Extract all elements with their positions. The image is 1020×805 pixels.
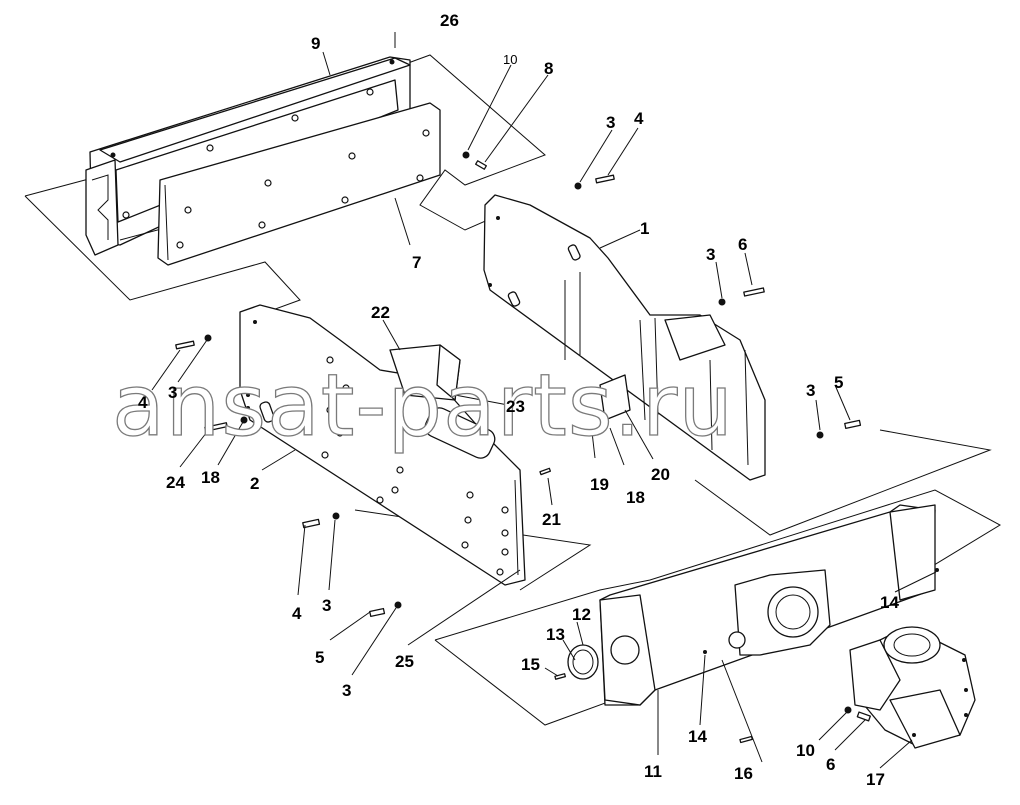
callout-21: 21: [542, 510, 561, 529]
callout-22: 22: [371, 303, 390, 322]
callout-3-lowest: 3: [342, 681, 351, 700]
callout-4-bottom: 4: [292, 604, 302, 623]
callout-18-left: 18: [201, 468, 220, 487]
watermark-text: ansat-parts.ru: [112, 356, 734, 456]
callout-5-bottom: 5: [315, 648, 324, 667]
callout-3-mid: 3: [806, 381, 815, 400]
leader-lines: [151, 32, 937, 769]
callout-24: 24: [166, 473, 185, 492]
parts-10-8-top: [462, 151, 487, 170]
callout-12: 12: [572, 605, 591, 624]
callout-2: 2: [250, 474, 259, 493]
callout-14-bottom: 14: [688, 727, 707, 746]
callout-9: 9: [311, 34, 320, 53]
part-1-side-plate: [483, 194, 766, 481]
callout-14-right: 14: [880, 593, 899, 612]
callout-16: 16: [734, 764, 753, 783]
callout-17: 17: [866, 770, 885, 789]
callout-3-left: 3: [168, 383, 177, 402]
callout-3-upper: 3: [606, 113, 615, 132]
callout-15: 15: [521, 655, 540, 674]
callout-11: 11: [644, 762, 662, 781]
plane-bottom: [434, 489, 1002, 726]
bolts-upper-right: [574, 174, 862, 439]
part-22-bracket: [389, 344, 461, 401]
part-17-housing: [849, 626, 976, 749]
callout-labels: 26 9 10 8 7 3 4 1 3 6 22 23 4 3 24 18 2 …: [138, 11, 899, 789]
plane-mid-right: [694, 429, 992, 536]
callout-23: 23: [506, 397, 525, 416]
callout-10-top: 10: [503, 52, 517, 67]
callout-7: 7: [412, 253, 421, 272]
callout-4-left: 4: [138, 393, 148, 412]
callout-10-bottom: 10: [796, 741, 815, 760]
part-7-plate: [157, 102, 441, 266]
bolts-bottom: [739, 706, 871, 744]
part-1-bolt-row-right: [639, 317, 659, 421]
callout-4-upper: 4: [634, 109, 644, 128]
plane-top-left-lower: [24, 195, 301, 321]
callout-3-right: 3: [706, 245, 715, 264]
callout-25: 25: [395, 652, 414, 671]
callout-8: 8: [544, 59, 553, 78]
callout-13: 13: [546, 625, 565, 644]
callout-19: 19: [590, 475, 609, 494]
part-11-beam: [599, 504, 939, 706]
callout-6-right: 6: [738, 235, 747, 254]
part-1-bolt-row-left: [564, 272, 581, 360]
callout-18-right: 18: [626, 488, 645, 507]
callout-6-bottom: 6: [826, 755, 835, 774]
callout-1: 1: [640, 219, 649, 238]
callout-26: 26: [440, 11, 459, 30]
bolts-left: [175, 334, 603, 618]
callout-3-bottom: 3: [322, 596, 331, 615]
parts-12-13-cover: [554, 644, 599, 680]
callout-5-mid: 5: [834, 373, 843, 392]
callout-20: 20: [651, 465, 670, 484]
part-2-side-plate: [239, 304, 526, 586]
